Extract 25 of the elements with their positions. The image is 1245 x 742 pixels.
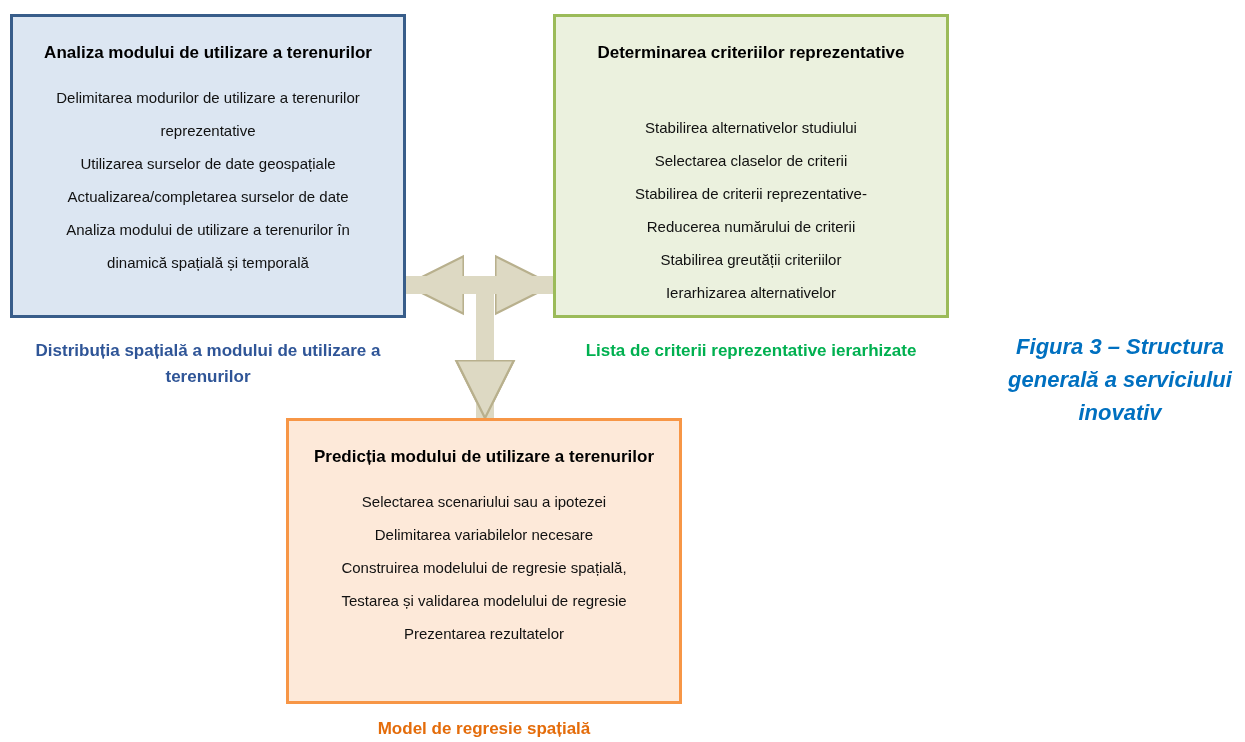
list-item: Delimitarea variabilelor necesare bbox=[374, 525, 594, 545]
list-item: Testarea și validarea modelului de regresie bbox=[341, 591, 627, 611]
list-item: Stabilirea alternativelor studiului bbox=[645, 118, 857, 138]
list-item: Selectarea scenariului sau a ipotezei bbox=[361, 492, 607, 512]
list-item: Prezentarea rezultatelor bbox=[403, 624, 565, 644]
list-item: Ierarhizarea alternativelor bbox=[665, 283, 837, 303]
box-heading: Determinarea criteriilor reprezentative bbox=[597, 43, 905, 63]
output-caption: Distribuția spațială a modului de utilizare a terenurilor bbox=[34, 340, 382, 388]
output-caption: Lista de criterii reprezentative ierarhizate bbox=[584, 340, 918, 362]
list-item: Utilizarea surselor de date geospațiale bbox=[80, 154, 336, 174]
list-item: Reducerea numărului de criterii bbox=[646, 217, 856, 237]
list-item: Selectarea claselor de criterii bbox=[654, 151, 848, 171]
process-box bbox=[553, 14, 949, 318]
figure-caption: Figura 3 – Structura generală a serviciului inovativ bbox=[1007, 333, 1233, 427]
process-box bbox=[286, 418, 682, 704]
list-item: Construirea modelului de regresie spațială, bbox=[341, 558, 627, 578]
box-heading: Analiza modului de utilizare a terenurilor bbox=[44, 43, 372, 63]
list-item: Analiza modului de utilizare a terenurilor în dinamică spațială și temporală bbox=[65, 220, 351, 273]
process-box bbox=[10, 14, 406, 318]
output-caption: Model de regresie spațială bbox=[376, 718, 592, 740]
list-item: Delimitarea modurilor de utilizare a terenurilor reprezentative bbox=[55, 88, 361, 141]
list-item: Stabilirea de criterii reprezentative- bbox=[635, 184, 867, 204]
box-heading: Predicția modului de utilizare a terenurilor bbox=[313, 447, 655, 467]
list-item: Stabilirea greutății criteriilor bbox=[660, 250, 842, 270]
list-item: Actualizarea/completarea surselor de date bbox=[67, 187, 349, 207]
